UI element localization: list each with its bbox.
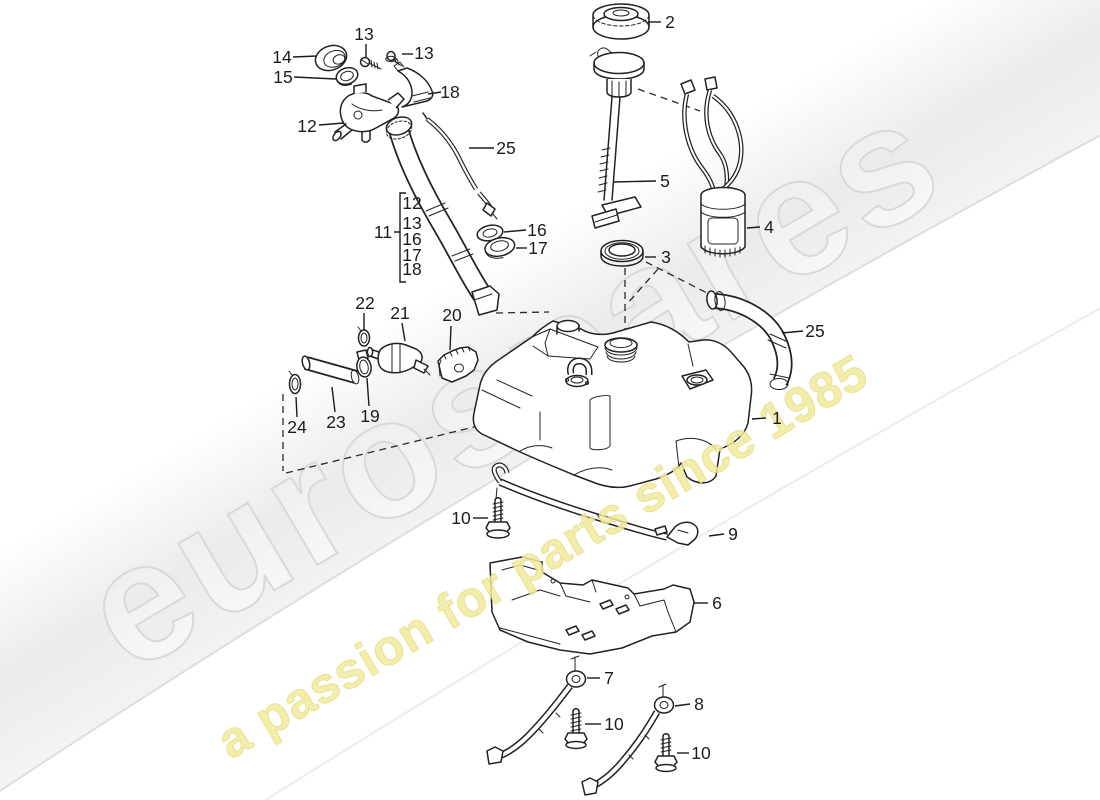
part-10-bolt-c (654, 733, 678, 773)
callout-5: 5 (660, 171, 670, 191)
filler-tube (385, 116, 500, 316)
part-25-vent-line (422, 112, 498, 220)
callout-14: 14 (272, 47, 292, 67)
part-14-cap (314, 44, 348, 72)
callout-22: 22 (355, 293, 374, 313)
callout-10a: 10 (451, 508, 471, 528)
callout-12: 12 (297, 116, 316, 136)
group11-item-16: 16 (402, 229, 421, 249)
part-24-clamp (288, 370, 302, 395)
callout-21: 21 (390, 303, 409, 323)
callout-7: 7 (604, 668, 614, 688)
callout-24: 24 (287, 417, 307, 437)
part-10-bolt-b (564, 708, 588, 750)
callout-13b: 13 (414, 43, 433, 63)
callout-17: 17 (528, 238, 547, 258)
part-10-bolt-a (485, 497, 511, 539)
callout-20: 20 (442, 305, 462, 325)
callout-11: 11 (374, 222, 392, 242)
group-11-bracket: 11 12 13 16 17 18 (374, 192, 422, 283)
part-15-seal (335, 66, 359, 87)
part-4-fuel-pump (680, 76, 746, 258)
group11-item-13: 13 (402, 213, 421, 233)
callout-9: 9 (728, 524, 738, 544)
group11-item-17: 17 (402, 245, 421, 265)
assembly-dashed-lines (282, 88, 712, 474)
part-7-strap (486, 655, 587, 765)
callout-1: 1 (772, 408, 782, 428)
callout-10b: 10 (604, 714, 624, 734)
callout-18: 18 (440, 82, 459, 102)
part-20-bracket (437, 346, 479, 383)
part-1-fuel-tank (472, 319, 753, 489)
callout-23: 23 (326, 412, 345, 432)
callout-4: 4 (764, 217, 774, 237)
part-8-strap (581, 683, 675, 796)
part-5-level-sender (589, 47, 645, 229)
callout-6: 6 (712, 593, 722, 613)
part-13-screw-b (385, 50, 403, 67)
part-23-hose (301, 355, 360, 385)
callout-15: 15 (273, 67, 292, 87)
part-21-valve (366, 342, 431, 376)
callout-19: 19 (360, 406, 379, 426)
callouts: 1 2 3 4 5 6 7 8 9 10 10 10 12 13 13 14 1… (272, 12, 824, 763)
part-3-seal-ring (600, 239, 644, 267)
group11-item-12: 12 (402, 193, 421, 213)
callout-3: 3 (661, 247, 671, 267)
part-19-clamp (356, 349, 372, 378)
part-9-strap (491, 462, 699, 546)
part-6-skid-plate (489, 556, 695, 655)
callout-8: 8 (694, 694, 704, 714)
part-12-filler-head (332, 83, 405, 143)
part-2-fuel-cap (592, 3, 650, 40)
group11-item-18: 18 (402, 259, 421, 279)
callout-25b: 25 (805, 321, 824, 341)
callout-13a: 13 (354, 24, 373, 44)
part-25-filler-hose (706, 290, 793, 390)
part-18-bracket (393, 61, 434, 108)
callout-10c: 10 (691, 743, 711, 763)
callout-25a: 25 (496, 138, 515, 158)
part-17-grommet (484, 236, 516, 259)
part-13-screw-a (359, 56, 382, 70)
part-22-clamp (357, 326, 371, 347)
callout-16: 16 (527, 220, 546, 240)
callout-2: 2 (665, 12, 675, 32)
